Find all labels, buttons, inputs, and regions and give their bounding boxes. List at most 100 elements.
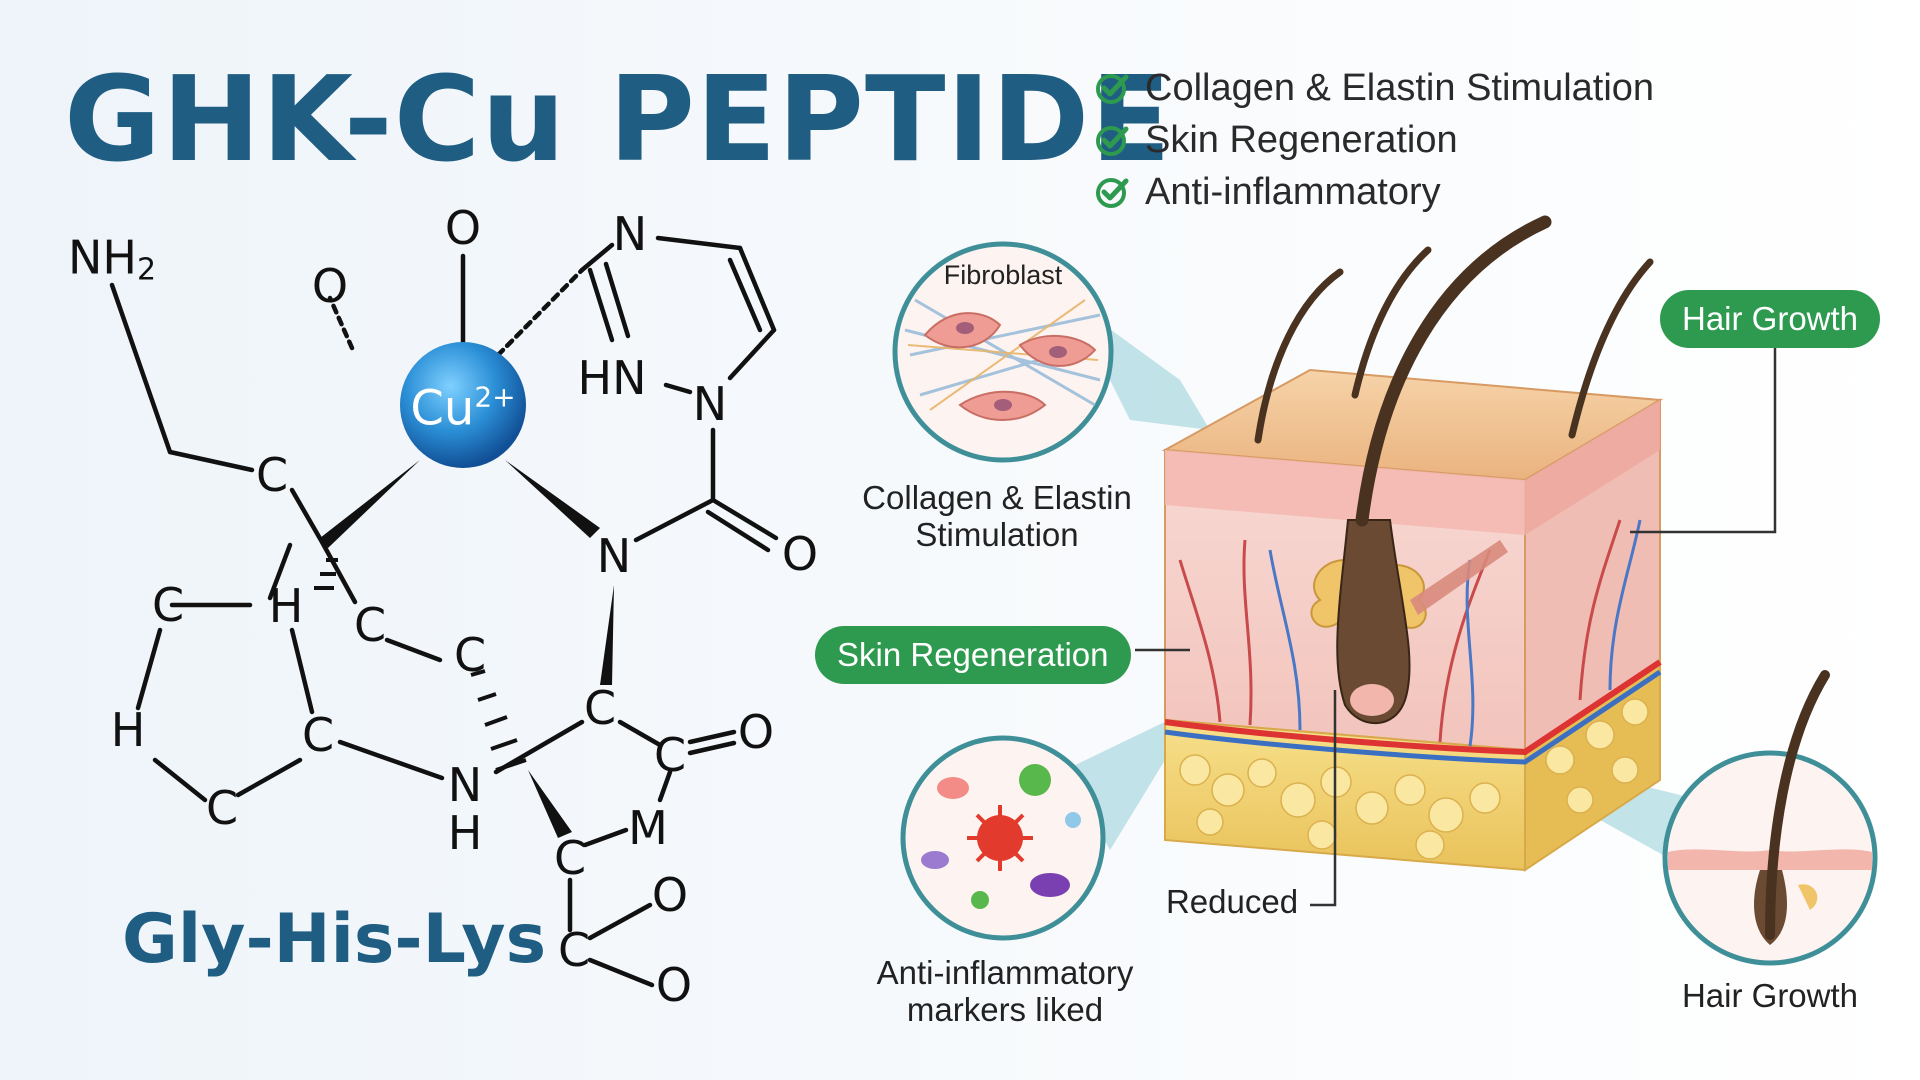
benefit-item: Skin Regeneration: [1095, 114, 1654, 166]
reduced-label: Reduced: [1165, 883, 1299, 920]
wedge-bond: [505, 460, 600, 538]
bond: [327, 295, 355, 351]
hair-strand: [1254, 268, 1344, 444]
benefit-item: Anti-inflammatory: [1095, 166, 1654, 218]
bond: [319, 539, 358, 605]
benefit-item: Collagen & Elastin Stimulation: [1095, 62, 1654, 114]
arrector-muscle: [1410, 540, 1508, 615]
fibroblast-callout: [892, 241, 1114, 463]
atom-label: N: [447, 758, 483, 812]
wedge-bond: [320, 460, 420, 548]
hair-growth-pill: Hair Growth: [1660, 290, 1881, 348]
hair-growth-label: Hair Growth: [1681, 977, 1859, 1014]
bond: [687, 740, 737, 756]
atom-label: N: [692, 377, 728, 431]
atom-label: N: [612, 207, 648, 261]
bond: [289, 627, 315, 715]
atom-label: C: [255, 448, 289, 502]
copper-ion-label: Cu2+: [410, 380, 516, 437]
atom-label: O: [781, 527, 819, 581]
hair-bulb: [1350, 684, 1394, 716]
atom-label: HN: [577, 351, 647, 405]
fibroblast-label: Fibroblast: [943, 260, 1063, 290]
atom-label: H: [447, 806, 483, 860]
bond: [109, 282, 173, 455]
leader-line: [1310, 690, 1337, 907]
atom-label: O: [311, 259, 349, 313]
hair-strand: [1351, 246, 1432, 399]
hair-strand: [1355, 215, 1552, 527]
atom-label: O: [444, 201, 482, 255]
collagen-label: Collagen & Elastin Stimulation: [862, 479, 1132, 553]
epidermis-side: [1525, 400, 1660, 535]
main-title: GHK-Cu PEPTIDE: [64, 50, 1172, 188]
atom-label: C: [151, 578, 185, 632]
hair-strand: [1765, 670, 1830, 940]
bond: [152, 757, 208, 803]
hair-strand: [1568, 258, 1654, 439]
bond: [655, 235, 743, 251]
benefit-label: Collagen & Elastin Stimulation: [1145, 66, 1655, 109]
check-circle-icon: [1096, 126, 1129, 156]
skin-block: [1161, 215, 1664, 872]
check-circle-icon: [1096, 74, 1129, 104]
atom-label: O: [737, 705, 775, 759]
bond: [384, 637, 443, 663]
atom-label: C: [205, 781, 239, 835]
wedge-bond: [528, 770, 572, 838]
bond: [579, 242, 615, 273]
hair-follicle: [1336, 519, 1411, 725]
bond: [705, 509, 771, 553]
atom-label: M: [628, 801, 668, 855]
hashed-bond: [470, 669, 527, 772]
artery: [1164, 659, 1662, 756]
bond: [587, 957, 655, 988]
hair-growth-callout: [1662, 670, 1878, 966]
bond: [727, 257, 763, 333]
atom-label: C: [353, 598, 387, 652]
bond: [737, 245, 777, 333]
atom-label: C: [453, 628, 487, 682]
bond: [663, 382, 693, 395]
bond: [495, 267, 585, 358]
bond: [587, 902, 653, 941]
molecule-structure: [109, 235, 779, 988]
bond: [167, 449, 255, 473]
atom-label: C: [301, 708, 335, 762]
epidermis: [1165, 450, 1525, 535]
bond: [135, 627, 163, 711]
bond: [633, 497, 716, 543]
vein: [1164, 669, 1662, 765]
bond: [687, 729, 737, 745]
atom-label: N: [596, 529, 632, 583]
bond: [587, 267, 615, 343]
atom-label: H: [110, 703, 146, 757]
atom-label: C: [557, 923, 591, 977]
atom-label: C: [583, 681, 617, 735]
amine-label: NH2: [67, 230, 157, 288]
bond: [710, 497, 779, 541]
hashed-bond: [314, 558, 338, 590]
bond: [603, 261, 631, 339]
atom-label: H: [268, 579, 304, 633]
leader-line: [1630, 335, 1777, 534]
benefit-label: Anti-inflammatory: [1145, 170, 1441, 213]
copper-ion: [400, 342, 526, 468]
skin-regeneration-pill: Skin Regeneration: [815, 626, 1131, 684]
benefits-list: Collagen & Elastin Stimulation Skin Rege…: [1095, 62, 1654, 218]
virus-icon: [967, 805, 1033, 871]
bond: [289, 487, 325, 545]
atom-label: O: [651, 868, 689, 922]
bond: [337, 739, 445, 781]
sebaceous-gland: [1310, 559, 1346, 628]
bond: [617, 719, 663, 748]
bond: [657, 769, 673, 803]
benefit-label: Skin Regeneration: [1145, 118, 1458, 161]
bond: [235, 757, 303, 798]
anti-inflammatory-label: Anti-inflammatory markers liked: [876, 954, 1134, 1028]
atom-label: O: [655, 958, 693, 1012]
wedge-bond: [600, 585, 614, 685]
bond: [582, 827, 629, 848]
bond: [267, 542, 293, 601]
